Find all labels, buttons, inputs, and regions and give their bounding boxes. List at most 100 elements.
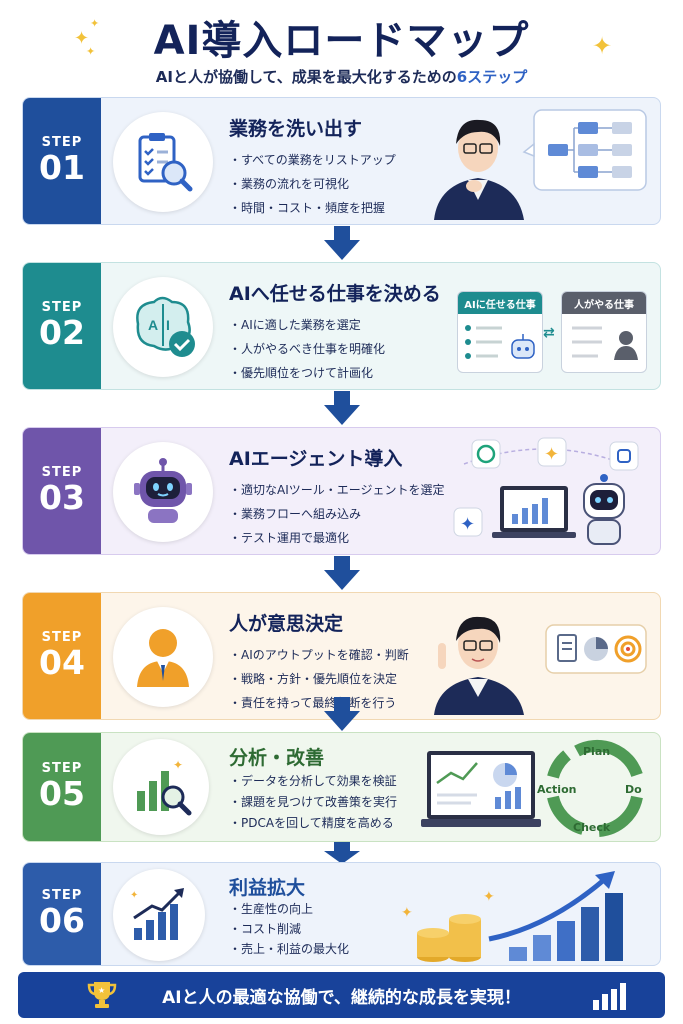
bullet-item: AIのアウトプットを確認・判断 (229, 643, 409, 667)
step-heading: AIへ任せる仕事を決める (229, 283, 441, 305)
step-bullets: AIのアウトプットを確認・判断 戦略・方針・優先順位を決定 責任を持って最終判断… (229, 643, 409, 715)
step-heading: 人が意思決定 (229, 613, 344, 635)
ai-tools-illustration: ✦ ✦ (424, 434, 654, 548)
bullet-item: 適切なAIツール・エージェントを選定 (229, 478, 445, 502)
pdca-action: Action (537, 783, 577, 796)
bullet-item: 責任を持って最終判断を行う (229, 691, 409, 715)
decision-illustration (424, 599, 654, 715)
human-tasks-title: 人がやる仕事 (562, 292, 646, 314)
pdca-check: Check (573, 821, 611, 834)
step-illustration (424, 104, 654, 220)
step-label: STEP (41, 300, 83, 316)
footer-banner: ★ AIと人の最適な協働で、継続的な成長を実現！ (18, 972, 665, 1018)
pdca-cycle: Plan Do Check Action (537, 737, 655, 839)
ai-tasks-panel: AIに任せる仕事 (457, 291, 543, 373)
step-bullets: 生産性の向上 コスト削減 売上・利益の最大化 (229, 899, 349, 959)
svg-text:✦: ✦ (173, 758, 183, 772)
growth-bars-icon (593, 983, 626, 1010)
trophy-icon: ★ (87, 982, 117, 1008)
svg-text:✦: ✦ (401, 905, 413, 921)
bullet-item: テスト運用で最適化 (229, 526, 445, 550)
down-arrow-icon (324, 556, 360, 590)
pdca-do: Do (625, 783, 642, 796)
step-label: STEP (41, 465, 83, 481)
step-heading: 分析・改善 (229, 747, 325, 769)
exchange-arrows-icon: ⇄ (543, 325, 555, 341)
step-heading: 業務を洗い出す (229, 118, 363, 140)
step-tab: STEP 01 (23, 98, 101, 224)
bullet-item: データを分析して効果を検証 (229, 771, 397, 792)
step-tab: STEP 04 (23, 593, 101, 719)
step-card-01: STEP 01 業務を洗い出す すべての業務をリストアップ 業務の流れを可視化 … (22, 97, 661, 225)
step-label: STEP (41, 135, 83, 151)
step-label: STEP (41, 630, 83, 646)
bullet-item: 売上・利益の最大化 (229, 939, 349, 959)
subtitle-highlight: 6ステップ (456, 68, 528, 86)
bullet-item: PDCAを回して精度を高める (229, 813, 397, 834)
bullet-item: 優先順位をつけて計画化 (229, 361, 385, 385)
laptop-dashboard-icon (421, 751, 541, 827)
step-card-02: STEP 02 A I AIへ任せる仕事を決める AIに適した業務を選定 人がや… (22, 262, 661, 390)
sparkle-icon: ✦ (592, 32, 613, 60)
subtitle-text: AIと人が協働して、成果を最大化するための (155, 68, 457, 86)
step-number: 01 (39, 148, 85, 188)
footer-text: AIと人の最適な協働で、継続的な成長を実現！ (162, 987, 521, 1008)
bullet-item: 時間・コスト・頻度を把握 (229, 196, 396, 220)
ai-tasks-title: AIに任せる仕事 (458, 292, 542, 314)
svg-text:I: I (166, 317, 170, 333)
bullet-item: 業務の流れを可視化 (229, 172, 396, 196)
person-icon (113, 607, 213, 707)
pdca-plan: Plan (583, 745, 611, 758)
growth-chart-icon: ✦ (113, 869, 205, 961)
step-heading: AIエージェント導入 (229, 448, 403, 470)
down-arrow-icon (324, 391, 360, 425)
step-label: STEP (41, 761, 83, 777)
step-label: STEP (41, 888, 83, 904)
down-arrow-icon (324, 226, 360, 260)
svg-text:✦: ✦ (130, 890, 138, 901)
bullet-item: 戦略・方針・優先順位を決定 (229, 667, 409, 691)
down-arrow-icon (324, 842, 360, 864)
bullet-item: 生産性の向上 (229, 899, 349, 919)
chart-magnifier-icon: ✦ (113, 739, 209, 835)
step-bullets: 適切なAIツール・エージェントを選定 業務フローへ組み込み テスト運用で最適化 (229, 478, 445, 550)
bullet-item: 業務フローへ組み込み (229, 502, 445, 526)
bullet-item: コスト削減 (229, 919, 349, 939)
step-tab: STEP 05 (23, 733, 101, 841)
svg-text:★: ★ (98, 986, 105, 995)
clipboard-search-icon (113, 112, 213, 212)
step-tab: STEP 03 (23, 428, 101, 554)
sparkle-icon: ✦ (86, 45, 96, 58)
step-number: 04 (39, 643, 85, 683)
step-card-05: STEP 05 ✦ 分析・改善 データを分析して効果を検証 課題を見つけて改善策… (22, 732, 661, 842)
sparkle-icon: ✦ (90, 17, 100, 30)
step-number: 02 (39, 313, 85, 353)
sparkle-icon: ✦ (74, 28, 90, 49)
ai-brain-check-icon: A I (113, 277, 213, 377)
svg-text:✦: ✦ (483, 889, 495, 905)
bullet-item: すべての業務をリストアップ (229, 148, 396, 172)
step-tab: STEP 06 (23, 863, 101, 965)
bullet-item: 課題を見つけて改善策を実行 (229, 792, 397, 813)
down-arrow-icon (324, 697, 360, 731)
step-number: 05 (39, 774, 85, 814)
svg-text:A: A (148, 317, 158, 333)
step-card-06: STEP 06 ✦ 利益拡大 生産性の向上 コスト削減 売上・利益の最大化 ✦ … (22, 862, 661, 966)
bullet-item: AIに適した業務を選定 (229, 313, 385, 337)
step-heading: 利益拡大 (229, 877, 306, 899)
step-bullets: すべての業務をリストアップ 業務の流れを可視化 時間・コスト・頻度を把握 (229, 148, 396, 220)
step-number: 06 (39, 901, 85, 941)
step-tab: STEP 02 (23, 263, 101, 389)
step-card-03: STEP 03 AIエージェント導入 適切なAIツール・エージェントを選定 業務… (22, 427, 661, 555)
page-title: AI導入ロードマップ (153, 18, 530, 64)
robot-icon (113, 442, 213, 542)
profit-growth-illustration: ✦ ✦ (401, 871, 623, 962)
step-bullets: AIに適した業務を選定 人がやるべき仕事を明確化 優先順位をつけて計画化 (229, 313, 385, 385)
svg-text:✦: ✦ (544, 444, 559, 465)
step-bullets: データを分析して効果を検証 課題を見つけて改善策を実行 PDCAを回して精度を高… (229, 771, 397, 834)
bullet-item: 人がやるべき仕事を明確化 (229, 337, 385, 361)
page-subtitle: AIと人が協働して、成果を最大化するための6ステップ (0, 66, 683, 87)
human-tasks-panel: 人がやる仕事 (561, 291, 647, 373)
svg-text:✦: ✦ (460, 514, 475, 535)
step-number: 03 (39, 478, 85, 518)
